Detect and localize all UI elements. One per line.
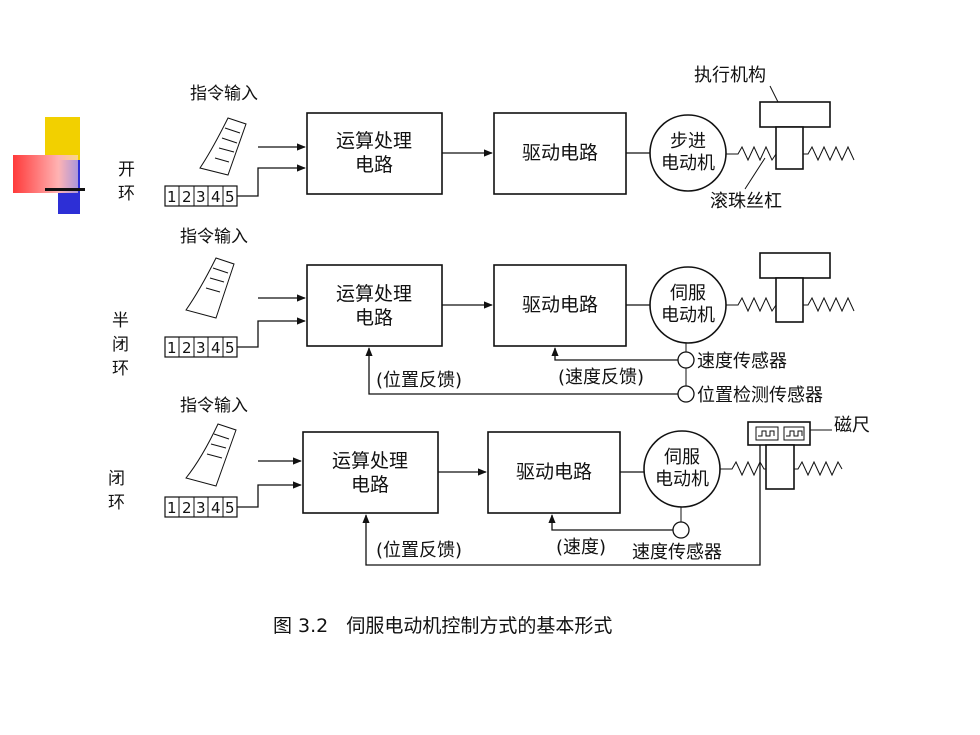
speed-sensor-circle [672, 521, 690, 539]
svg-text:(速度反馈): (速度反馈) [558, 367, 644, 388]
svg-text:1: 1 [167, 188, 177, 206]
digit-display: 1 2 3 4 5 [164, 336, 238, 358]
drive-circuit-box [493, 112, 627, 195]
computing-circuit-box [306, 112, 443, 195]
deco-yellow-square [45, 117, 80, 160]
svg-text:位置检测传感器: 位置检测传感器 [697, 385, 823, 406]
punched-tape-icon [199, 117, 247, 176]
svg-text:4: 4 [211, 188, 221, 206]
svg-text:驱动电路: 驱动电路 [522, 294, 598, 316]
svg-text:运算处理: 运算处理 [336, 283, 412, 305]
svg-text:速度传感器: 速度传感器 [632, 542, 722, 563]
svg-text:5: 5 [225, 188, 235, 206]
svg-text:电动机: 电动机 [661, 305, 715, 326]
svg-text:运算处理: 运算处理 [336, 130, 412, 152]
command-input-label: 指令输入 [190, 84, 258, 104]
svg-text:4: 4 [211, 339, 221, 357]
svg-text:(位置反馈): (位置反馈) [376, 540, 462, 561]
digit-display: 1 2 3 4 5 [164, 496, 238, 518]
punched-tape-icon [185, 423, 237, 487]
svg-text:伺服: 伺服 [670, 283, 706, 304]
svg-text:半: 半 [112, 311, 129, 331]
stepper-motor [649, 114, 727, 192]
svg-text:3: 3 [196, 339, 206, 357]
svg-text:1: 1 [167, 339, 177, 357]
svg-text:环: 环 [108, 493, 125, 513]
svg-text:5: 5 [225, 499, 235, 517]
svg-text:电动机: 电动机 [655, 469, 709, 490]
digit-display: 1 2 3 4 5 [164, 185, 238, 207]
svg-text:伺服: 伺服 [664, 447, 700, 468]
row-closed-loop: 闭 环 指令输入 1 2 3 4 5 运算处理 电路 驱动电路 伺服 电动机 [108, 396, 870, 566]
svg-text:2: 2 [182, 339, 192, 357]
side-label-1: 开 [118, 160, 135, 180]
svg-text:(位置反馈): (位置反馈) [376, 370, 462, 391]
figure-caption: 图 3.2 伺服电动机控制方式的基本形式 [273, 615, 612, 637]
magnetic-scale-icon [747, 421, 811, 446]
speed-sensor-circle [677, 351, 695, 369]
svg-text:4: 4 [211, 499, 221, 517]
svg-text:驱动电路: 驱动电路 [516, 461, 592, 483]
svg-text:环: 环 [112, 359, 129, 379]
svg-text:电动机: 电动机 [661, 153, 715, 174]
deco-line [45, 188, 85, 191]
svg-text:2: 2 [182, 188, 192, 206]
svg-text:1: 1 [167, 499, 177, 517]
svg-text:速度传感器: 速度传感器 [697, 351, 787, 372]
svg-text:2: 2 [182, 499, 192, 517]
svg-text:5: 5 [225, 339, 235, 357]
svg-text:(速度): (速度) [556, 537, 606, 558]
ballscrew-label: 滚珠丝杠 [710, 191, 782, 212]
deco-red-gradient [13, 155, 78, 193]
actuator-label: 执行机构 [694, 65, 766, 86]
position-sensor-circle [677, 385, 695, 403]
svg-text:电路: 电路 [355, 307, 393, 329]
row-open-loop: 开 环 指令输入 1 2 3 4 5 运算处理 电路 驱动电路 步进 电动机 执… [118, 65, 855, 212]
svg-text:3: 3 [196, 499, 206, 517]
svg-text:闭: 闭 [108, 469, 125, 489]
svg-text:步进: 步进 [670, 131, 706, 152]
svg-text:驱动电路: 驱动电路 [522, 142, 598, 164]
svg-text:电路: 电路 [355, 154, 393, 176]
command-input-label: 指令输入 [180, 396, 248, 416]
command-input-label: 指令输入 [180, 227, 248, 247]
svg-text:闭: 闭 [112, 335, 129, 355]
svg-text:运算处理: 运算处理 [332, 450, 408, 472]
svg-text:电路: 电路 [351, 474, 389, 496]
punched-tape-icon [185, 257, 235, 319]
magnetic-scale-label: 磁尺 [834, 415, 870, 436]
svg-text:3: 3 [196, 188, 206, 206]
side-label-1b: 环 [118, 184, 135, 204]
row-semi-closed-loop: 半 闭 环 指令输入 1 2 3 4 5 运算处理 电路 驱动电路 伺服 电动机 [112, 227, 855, 406]
